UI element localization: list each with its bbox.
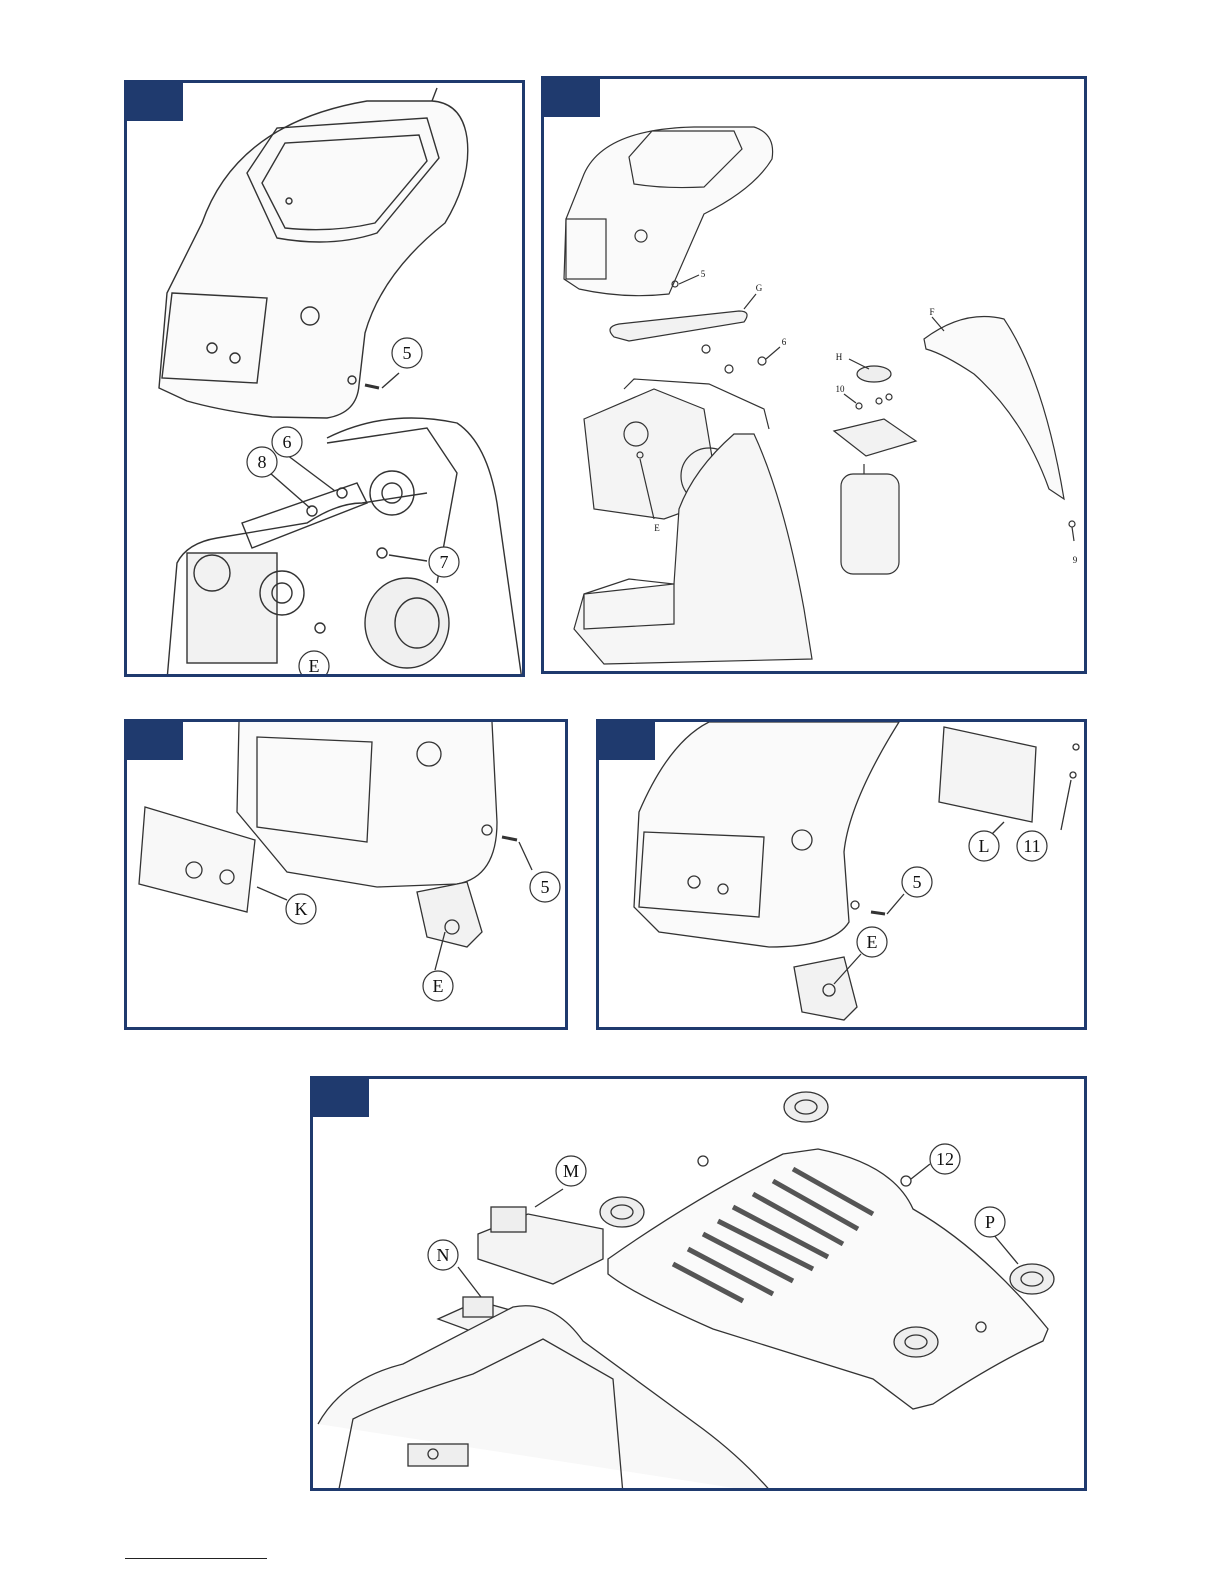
callout-e: E xyxy=(867,932,878,952)
leader-6-small xyxy=(766,347,780,359)
transformer xyxy=(491,1207,526,1232)
leader-5 xyxy=(887,894,904,914)
motor-plate xyxy=(834,419,916,456)
top-cover-outline xyxy=(159,101,468,418)
foot-top xyxy=(784,1092,828,1122)
screw-10-c xyxy=(886,394,892,400)
foot-bottom xyxy=(894,1327,938,1357)
callout-n: N xyxy=(437,1245,450,1265)
leader-l xyxy=(992,822,1004,834)
callout-m: M xyxy=(563,1161,579,1181)
panel-5-drawing: M 12 P N xyxy=(313,1079,1087,1491)
screw-5 xyxy=(365,385,379,388)
screw-hole xyxy=(851,901,859,909)
label-5: 5 xyxy=(701,269,706,279)
machine-front-body xyxy=(237,722,497,887)
callout-e: E xyxy=(309,656,320,676)
screw-10-b xyxy=(876,398,882,404)
label-h: H xyxy=(836,352,843,362)
screw-6-b xyxy=(725,365,733,373)
gear-housing xyxy=(187,553,277,663)
panel-2-exploded-view: 5 G 6 F H 10 E 9 xyxy=(541,76,1087,674)
callout-p: P xyxy=(985,1212,995,1232)
leader-12 xyxy=(911,1164,930,1179)
leader-10 xyxy=(844,394,856,403)
panel-1-drawing: 5 6 8 7 E xyxy=(127,83,525,677)
mounting-frame xyxy=(242,483,367,548)
motor-housing xyxy=(365,578,449,668)
leader-g xyxy=(744,294,756,309)
label-g: G xyxy=(756,283,763,293)
label-9: 9 xyxy=(1073,555,1078,565)
leader-h xyxy=(849,359,869,369)
screw-5 xyxy=(871,912,885,914)
callout-6: 6 xyxy=(283,432,292,452)
foot-right xyxy=(1010,1264,1054,1294)
motor-pulley-h xyxy=(857,366,891,382)
screw-12-b xyxy=(901,1176,911,1186)
leader-7 xyxy=(389,555,427,561)
label-f: F xyxy=(929,307,934,317)
label-6: 6 xyxy=(782,337,787,347)
panel-3-control-panel-removal: 5 K E xyxy=(124,719,568,1030)
callout-11: 11 xyxy=(1023,836,1040,856)
panel-4-circuit-board-removal: L 11 5 E xyxy=(596,719,1087,1030)
drive-belt-g xyxy=(610,311,747,341)
callout-5: 5 xyxy=(913,872,922,892)
leader-5-small xyxy=(679,275,699,284)
large-pulley xyxy=(370,471,414,515)
screw-6-head xyxy=(337,488,347,498)
panel-1-top-cover-removal: 5 6 8 7 E xyxy=(124,80,525,677)
screw-9 xyxy=(1069,521,1075,527)
leader-p xyxy=(993,1234,1018,1264)
callout-l: L xyxy=(979,836,990,856)
leader-8 xyxy=(270,473,310,508)
leader-9 xyxy=(1072,527,1074,541)
cover-pin xyxy=(432,88,437,101)
leader-5 xyxy=(382,373,399,388)
side-cover-f xyxy=(924,317,1064,500)
leader-f xyxy=(932,317,944,331)
circuit-board-l xyxy=(939,727,1036,822)
machine-housing xyxy=(318,1306,773,1491)
panel-3-drawing: 5 K E xyxy=(127,722,568,1030)
control-panel-k xyxy=(139,807,255,912)
screw-12-a xyxy=(698,1156,708,1166)
leader-k xyxy=(257,887,287,900)
callout-7: 7 xyxy=(440,552,449,572)
callout-e: E xyxy=(433,976,444,996)
footer-rule xyxy=(125,1558,267,1559)
large-pulley-hub xyxy=(382,483,402,503)
label-10: 10 xyxy=(836,384,846,394)
cover-small xyxy=(564,127,773,296)
screw-5 xyxy=(502,837,517,840)
callout-5: 5 xyxy=(541,877,550,897)
leader-n xyxy=(458,1267,481,1297)
leader-5 xyxy=(519,842,532,870)
screw-10-a xyxy=(856,403,862,409)
leader-m xyxy=(535,1189,563,1207)
label-e: E xyxy=(654,523,660,533)
panel-2-drawing: 5 G 6 F H 10 E 9 xyxy=(544,79,1087,674)
screw-11-a xyxy=(1073,744,1079,750)
leader-6 xyxy=(287,455,335,491)
leader-11 xyxy=(1061,780,1071,830)
part-e xyxy=(417,882,482,947)
screw-11-b xyxy=(1070,772,1076,778)
panel-5-base-plate-removal: M 12 P N xyxy=(310,1076,1087,1491)
screw-6-a xyxy=(702,345,710,353)
callout-k: K xyxy=(295,899,308,919)
callout-12: 12 xyxy=(936,1149,954,1169)
screw-6-c xyxy=(758,357,766,365)
machine-body xyxy=(634,722,899,947)
screw-7-head xyxy=(377,548,387,558)
foot-left xyxy=(600,1197,644,1227)
sensor-e xyxy=(315,623,325,633)
panel-4-drawing: L 11 5 E xyxy=(599,722,1087,1030)
motor xyxy=(841,474,899,574)
part-e xyxy=(794,957,857,1020)
board-n-component xyxy=(463,1297,493,1317)
callout-5: 5 xyxy=(403,343,412,363)
callout-8: 8 xyxy=(258,452,267,472)
